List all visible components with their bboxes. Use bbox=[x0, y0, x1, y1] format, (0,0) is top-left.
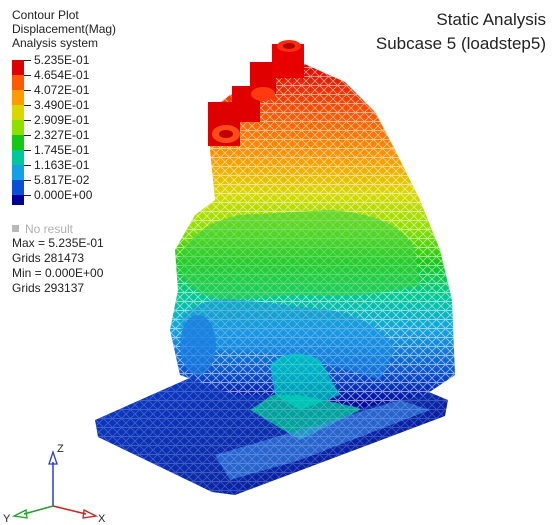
contour-legend-header: Contour Plot Displacement(Mag) Analysis … bbox=[12, 8, 116, 50]
no-result-label: No result bbox=[25, 222, 74, 236]
axis-z-label: Z bbox=[57, 443, 64, 455]
legend-level: 5.235E-01 bbox=[34, 53, 90, 67]
legend-level: 1.745E-01 bbox=[34, 143, 90, 157]
contour-plot-title: Contour Plot bbox=[12, 8, 79, 22]
axis-y-label: Y bbox=[3, 513, 11, 525]
result-statistics: Max = 5.235E-01 Grids 281473 Min = 0.000… bbox=[12, 236, 104, 296]
legend-swatch bbox=[12, 60, 24, 75]
legend-swatch bbox=[12, 105, 24, 120]
legend-swatch bbox=[12, 75, 24, 90]
coordinate-triad-icon: Z X Y bbox=[3, 443, 106, 525]
analysis-title: Static Analysis Subcase 5 (loadstep5) bbox=[376, 8, 546, 56]
subcase-label: Subcase 5 (loadstep5) bbox=[375, 34, 546, 53]
result-type: Displacement(Mag) bbox=[12, 22, 117, 36]
analysis-type: Static Analysis bbox=[436, 10, 546, 29]
max-grid: Grids 281473 bbox=[12, 251, 85, 265]
min-value: Min = 0.000E+00 bbox=[12, 266, 104, 280]
legend-swatch bbox=[12, 195, 24, 205]
legend-level: 2.909E-01 bbox=[34, 113, 90, 127]
legend-level: 2.327E-01 bbox=[34, 128, 90, 142]
max-value: Max = 5.235E-01 bbox=[12, 236, 104, 250]
legend-swatch bbox=[12, 150, 24, 165]
legend-swatch bbox=[12, 165, 24, 180]
legend-level: 5.817E-02 bbox=[34, 173, 90, 187]
legend-swatch bbox=[12, 120, 24, 135]
top-fixture bbox=[208, 40, 304, 146]
no-result-entry: No result bbox=[12, 222, 73, 236]
legend-swatch bbox=[12, 90, 24, 105]
legend-swatch bbox=[12, 180, 24, 195]
legend-level: 3.490E-01 bbox=[34, 98, 90, 112]
legend-level: 4.072E-01 bbox=[34, 83, 90, 97]
legend-level: 0.000E+00 bbox=[34, 188, 93, 202]
legend-swatch bbox=[12, 135, 24, 150]
lattice-structure bbox=[170, 62, 455, 410]
min-grid: Grids 293137 bbox=[12, 281, 85, 295]
no-result-swatch bbox=[12, 225, 19, 232]
legend-level: 1.163E-01 bbox=[34, 158, 90, 172]
axis-x-label: X bbox=[98, 513, 106, 525]
coordinate-system: Analysis system bbox=[12, 36, 99, 50]
legend-level: 4.654E-01 bbox=[34, 68, 90, 82]
